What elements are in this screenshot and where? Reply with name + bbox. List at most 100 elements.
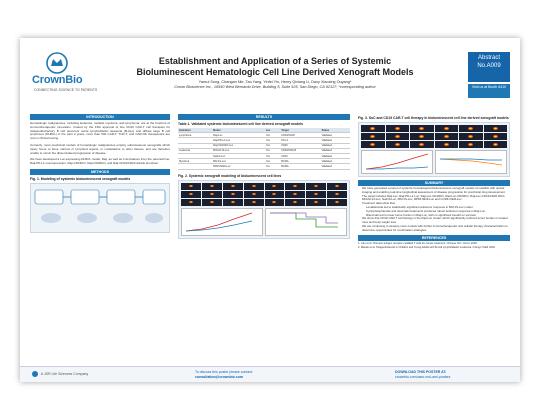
bioluminescence-image (264, 182, 285, 190)
body-weight-plot (435, 150, 507, 174)
figure-2-panels (178, 179, 350, 239)
table-cell (178, 163, 213, 170)
figure-1-title: Fig. 1. Modeling of systemic bioluminesc… (30, 176, 131, 181)
reference-1: 1. Cao et al. Chimeric antigen receptor-… (358, 241, 478, 245)
bioluminescence-image (483, 141, 507, 148)
bioluminescence-image (243, 198, 264, 206)
table-1-title: Table 1. Validated systemic bioluminesce… (178, 122, 304, 126)
bioluminescence-image (410, 141, 434, 148)
section-header-introduction: INTRODUCTION (30, 114, 170, 120)
bioluminescence-image (434, 125, 458, 132)
poster-header: CrownBio CONNECTING SCIENCE TO PATIENTS … (20, 38, 520, 108)
table-cell: Leukemia (178, 148, 213, 154)
table-cell: Yes (264, 143, 281, 149)
reference-2: 2. Maude et al. Tisagenlecleucel in Chil… (358, 245, 496, 249)
table-header-cell: Model (212, 128, 265, 134)
bioluminescence-image (306, 190, 327, 198)
bioluminescence-image (459, 125, 483, 132)
poster-authors: Yanrui Song, Changan Nie, Tao Yang, Yinf… (130, 80, 420, 90)
table-cell: Yes (264, 132, 281, 139)
footer-contact-label: To discuss this poster please contact: (195, 370, 253, 374)
table-cell: Yes (264, 137, 281, 144)
figure-3-panels (358, 122, 510, 177)
survival-plot (265, 207, 347, 236)
bioluminescence-image (264, 190, 285, 198)
section-header-results: RESULTS (178, 114, 350, 120)
affiliation: Crown Bioscience Inc., 16550 West Bernar… (174, 85, 376, 89)
footer-download-label: DOWNLOAD THIS POSTER AT: (395, 370, 447, 374)
bioluminescence-image (434, 141, 458, 148)
table-cell: Myeloma (178, 158, 213, 165)
table-cell: Raji-Luc (212, 132, 265, 139)
bioluminescence-image (361, 141, 385, 148)
table-cell: Raji-CD19KO-Luc (212, 143, 265, 149)
column-treatment: Fig. 3. SoC and CD19 CAR-T cell therapy … (358, 114, 510, 250)
summary-list: We have generated a panel of systemic he… (358, 186, 510, 233)
bioluminescence-image (181, 182, 201, 190)
table-cell (178, 137, 213, 144)
table-cell: CD19 (280, 153, 321, 160)
tumor-growth-plot (181, 207, 263, 236)
table-cell: RPMI 8226-Luc (212, 163, 265, 170)
table-cell: Yes (264, 163, 281, 170)
table-cell: BCMA (280, 158, 321, 165)
bioluminescence-image (181, 190, 201, 198)
table-header-cell: Status (320, 128, 350, 134)
jsr-logo-icon (32, 371, 38, 377)
bioluminescence-image (201, 182, 222, 190)
footer-contact-email[interactable]: consultation@crownbio.com (195, 374, 243, 379)
table-cell: Yes (264, 148, 281, 154)
bioluminescence-image (385, 133, 409, 140)
table-cell: Validated (320, 132, 350, 139)
table-cell: Validated (320, 158, 350, 165)
figure-3-plots (361, 150, 507, 174)
table-cell: CD33/CD123 (280, 148, 321, 154)
section-header-summary: SUMMARY (358, 180, 510, 186)
summary-item: We have generated a panel of systemic he… (362, 186, 506, 194)
table-cell: Raji-PD-L1-Luc (212, 137, 265, 144)
car-t-growth-plot (361, 150, 433, 174)
bioluminescence-image (327, 198, 347, 206)
figure-3-title: Fig. 3. SoC and CD19 CAR-T cell therapy … (358, 116, 509, 120)
bioluminescence-image (222, 190, 243, 198)
poster-footer: A JSR Life Sciences Company To discuss t… (20, 366, 520, 382)
abstract-number-badge: Abstract No.A009 (468, 52, 510, 82)
table-cell: Validated (320, 148, 350, 154)
bioluminescence-image (285, 190, 306, 198)
table-cell: Yes (264, 153, 281, 160)
table-cell: Lymphoma (178, 132, 213, 139)
bioluminescence-image (483, 133, 507, 140)
intro-paragraph-1: Hematologic malignancies, including leuk… (30, 121, 170, 141)
visit-booth-badge: Visit us at Booth #410 (468, 84, 510, 98)
summary-item: Rituximab led to lower tumor burden in R… (366, 212, 477, 217)
poster: CrownBio CONNECTING SCIENCE TO PATIENTS … (20, 38, 520, 382)
bioluminescence-image (306, 182, 327, 190)
summary-item: We are continuing to develop more models… (362, 223, 508, 232)
table-cell: MOLM-13-Luc (212, 148, 265, 154)
bioluminescence-image (483, 125, 507, 132)
bioluminescence-image (327, 182, 347, 190)
table-cell: Validated (320, 163, 350, 170)
bioluminescence-image (459, 141, 483, 148)
figure-1-diagram (30, 182, 170, 233)
table-header-cell: Indication (178, 128, 213, 134)
table-cell: Validated (320, 137, 350, 144)
bioluminescence-image (285, 198, 306, 206)
bioluminescence-image (222, 182, 243, 190)
bioluminescence-image (410, 125, 434, 132)
footer-download-link[interactable]: crownbio.com/aacr-mcl-aml-posters (395, 374, 451, 379)
bioluminescence-image-grid (181, 182, 347, 206)
section-header-methods: METHODS (30, 168, 170, 175)
footer-contact: To discuss this poster please contact: c… (195, 370, 253, 379)
table-cell: CD20 (280, 143, 321, 149)
bioluminescence-image (410, 133, 434, 140)
summary-item: We show that CD19 CAR-T cell therapy in … (362, 216, 508, 225)
table-cell: BCMA (280, 163, 321, 170)
